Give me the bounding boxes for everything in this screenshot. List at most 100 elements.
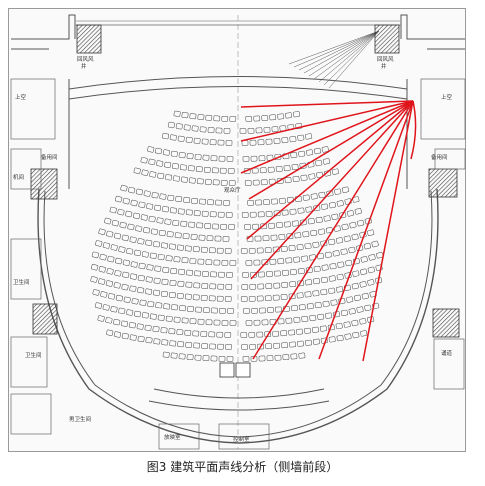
seat <box>170 150 178 157</box>
seat <box>210 271 217 278</box>
seat <box>315 216 323 223</box>
seat <box>104 217 112 225</box>
seat <box>313 278 320 285</box>
seat <box>336 273 344 281</box>
seat <box>162 266 170 273</box>
reflecting-side-wall-segment <box>410 100 417 160</box>
seat <box>157 254 165 261</box>
seat <box>328 238 336 246</box>
seat <box>223 200 230 206</box>
seat <box>226 156 234 162</box>
seat <box>219 307 226 314</box>
seat <box>106 230 114 238</box>
seat <box>102 304 110 311</box>
seat <box>201 138 209 145</box>
seat <box>265 283 273 289</box>
seat <box>284 177 292 183</box>
seat <box>189 318 197 325</box>
stage-fan-lines <box>288 30 380 89</box>
seat <box>291 163 299 171</box>
seat <box>189 258 197 264</box>
seat <box>176 329 184 336</box>
seat <box>105 280 113 287</box>
seat <box>226 272 233 278</box>
seat <box>286 233 294 240</box>
seat <box>138 262 146 270</box>
seat <box>173 316 181 323</box>
seat <box>314 302 322 309</box>
seat <box>113 318 121 326</box>
seat <box>200 295 208 301</box>
seat <box>137 335 145 343</box>
seat <box>225 140 233 146</box>
seat <box>200 331 208 337</box>
seat <box>247 127 255 134</box>
seat <box>255 127 263 134</box>
seat <box>190 234 198 240</box>
seat <box>251 167 259 174</box>
seat <box>359 318 367 325</box>
seat <box>137 275 145 282</box>
seat <box>183 197 191 203</box>
seat <box>348 246 356 254</box>
seat <box>219 167 227 174</box>
seat <box>269 114 277 121</box>
seat <box>328 287 336 294</box>
side-rooms <box>10 78 466 450</box>
seat <box>192 294 200 301</box>
seat <box>145 239 153 246</box>
seat <box>159 193 167 200</box>
seat <box>156 160 164 167</box>
seat <box>262 235 270 242</box>
seat <box>240 332 248 338</box>
seat <box>278 234 286 240</box>
seat <box>213 115 221 122</box>
sound-ray-lines <box>240 100 417 362</box>
seat <box>220 179 228 186</box>
seat <box>115 294 123 302</box>
seat <box>186 269 193 276</box>
seat <box>113 232 122 240</box>
seat <box>216 247 224 254</box>
seat <box>162 351 170 358</box>
seat <box>111 219 119 227</box>
seat <box>321 146 329 153</box>
seat <box>297 268 305 275</box>
seat <box>266 271 273 277</box>
seat <box>207 199 214 206</box>
seat <box>122 197 130 205</box>
seat <box>105 317 113 324</box>
seat <box>167 121 175 129</box>
seat <box>218 155 226 162</box>
seat <box>181 112 189 119</box>
seat <box>341 186 350 193</box>
seat <box>222 236 230 242</box>
seat <box>176 292 184 299</box>
seat <box>215 199 222 206</box>
seat <box>203 167 211 173</box>
seat <box>206 235 214 242</box>
seat <box>367 266 375 274</box>
seat <box>279 197 286 204</box>
hatched-pillars <box>30 24 460 338</box>
seat <box>178 152 186 159</box>
seat <box>229 320 237 326</box>
seat <box>257 139 265 146</box>
seat <box>97 315 105 322</box>
seat <box>224 296 232 302</box>
seat <box>285 112 293 119</box>
seat <box>191 125 199 132</box>
seat <box>367 279 375 286</box>
seat <box>188 221 196 228</box>
podium <box>219 362 251 378</box>
seat <box>315 159 323 167</box>
sound-ray-1 <box>240 100 414 108</box>
seat <box>328 201 337 209</box>
label-control-room: 控制室 <box>233 435 250 443</box>
seat <box>208 295 216 302</box>
seat <box>179 305 186 312</box>
floor-plan-drawing: 回风风 井 回风风 井 上空 上空 备用间 备用间 机间 卫生间 卫生间 观众厅… <box>10 14 466 450</box>
room-labels: 回风风 井 回风风 井 上空 上空 备用间 备用间 机间 卫生间 卫生间 观众厅… <box>13 56 453 443</box>
seat <box>224 248 232 254</box>
label-upper-left: 上空 <box>15 93 27 101</box>
